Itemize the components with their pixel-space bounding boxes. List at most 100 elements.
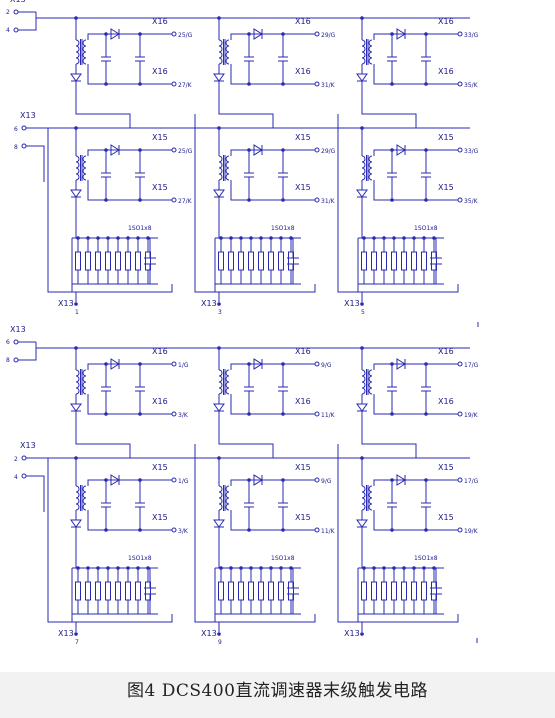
wire: [18, 342, 37, 361]
junction-dot: [96, 566, 100, 570]
wire: [87, 33, 164, 40]
resistor-bank-label: 1SO1x8: [414, 225, 438, 232]
pin-label: 33/G: [464, 32, 479, 39]
diode-symbol: [253, 474, 263, 486]
output-terminal-dot: [74, 632, 78, 636]
junction-dot: [138, 82, 142, 86]
wire: [361, 420, 417, 458]
diode-triangle: [213, 189, 225, 198]
junction-dot: [259, 236, 263, 240]
diode-triangle: [396, 358, 406, 370]
resistor-symbol: [278, 251, 284, 271]
wire: [230, 33, 307, 40]
pin-label: 33/G: [464, 148, 479, 155]
junction-dot: [76, 236, 80, 240]
junction-dot: [247, 148, 251, 152]
diode-symbol: [213, 189, 225, 198]
junction-dot: [104, 32, 108, 36]
pin-label: 9: [218, 639, 222, 646]
diode-triangle: [253, 358, 263, 370]
output-terminal: [457, 197, 463, 203]
primary-coil: [361, 369, 366, 395]
junction-dot: [390, 148, 394, 152]
connector-label: X15: [152, 513, 168, 522]
pulse-transformer: [361, 485, 373, 511]
output-terminal: [171, 31, 177, 37]
junction-dot: [247, 32, 251, 36]
junction-dot: [247, 198, 251, 202]
diode-triangle: [356, 403, 368, 412]
junction-dot: [281, 478, 285, 482]
junction-dot: [362, 236, 366, 240]
resistor-symbol: [85, 581, 91, 601]
output-terminal: [171, 411, 177, 417]
output-terminal: [171, 361, 177, 367]
junction-dot: [390, 198, 394, 202]
resistor-symbol: [258, 251, 264, 271]
pin-label: 11/K: [321, 412, 336, 419]
wire: [71, 284, 173, 293]
primary-coil: [75, 369, 80, 395]
junction-dot: [432, 566, 436, 570]
pulse-transformer: [218, 155, 230, 181]
resistor-bank: 1SO1x8: [71, 225, 158, 285]
resistor-symbol: [218, 581, 224, 601]
pin-label: 8: [14, 144, 18, 151]
junction-dot: [217, 16, 221, 20]
junction-dot: [247, 82, 251, 86]
connector-label: X13: [344, 629, 360, 638]
pin-label: 29/G: [321, 32, 336, 39]
resistor-symbol: [361, 251, 367, 271]
trigger-circuit-schematic: X1324X1368X16X1625/G27/KX15X1525/G27/K1S…: [6, 0, 479, 646]
junction-dot: [217, 126, 221, 130]
capacitor-symbol: [278, 364, 288, 414]
output-terminal: [457, 147, 463, 153]
resistor-symbol: [75, 251, 81, 271]
junction-dot: [249, 236, 253, 240]
diode-triangle: [253, 144, 263, 156]
resistor-symbol: [135, 581, 141, 601]
capacitor-symbol: [135, 480, 145, 530]
capacitor-symbol: [244, 364, 254, 414]
junction-dot: [136, 236, 140, 240]
junction-dot: [247, 478, 251, 482]
resistor-symbol: [268, 581, 274, 601]
diode-triangle: [396, 144, 406, 156]
secondary-coil: [225, 485, 230, 511]
pulse-transformer: [218, 485, 230, 511]
resistor-symbol: [391, 251, 397, 271]
wire: [214, 284, 316, 293]
junction-dot: [247, 412, 251, 416]
diode-triangle: [70, 73, 82, 82]
output-terminal: [171, 197, 177, 203]
junction-dot: [392, 236, 396, 240]
input-terminal: [13, 339, 19, 345]
connector-label: X15: [295, 513, 311, 522]
junction-dot: [424, 198, 428, 202]
primary-coil: [218, 369, 223, 395]
wire: [35, 12, 470, 19]
resistor-symbol: [411, 251, 417, 271]
diode-triangle: [110, 144, 120, 156]
diode-symbol: [110, 28, 120, 40]
resistor-symbol: [411, 581, 417, 601]
connector-label: X16: [295, 67, 311, 76]
diode-symbol: [396, 144, 406, 156]
wire: [75, 90, 131, 128]
junction-dot: [281, 82, 285, 86]
junction-dot: [422, 236, 426, 240]
junction-dot: [217, 456, 221, 460]
junction-dot: [281, 148, 285, 152]
output-terminal: [171, 477, 177, 483]
wire: [87, 149, 164, 156]
capacitor-symbol: [278, 34, 288, 84]
resistor-symbol: [278, 581, 284, 601]
junction-dot: [106, 566, 110, 570]
junction-dot: [289, 236, 293, 240]
junction-dot: [146, 566, 150, 570]
resistor-symbol: [381, 251, 387, 271]
